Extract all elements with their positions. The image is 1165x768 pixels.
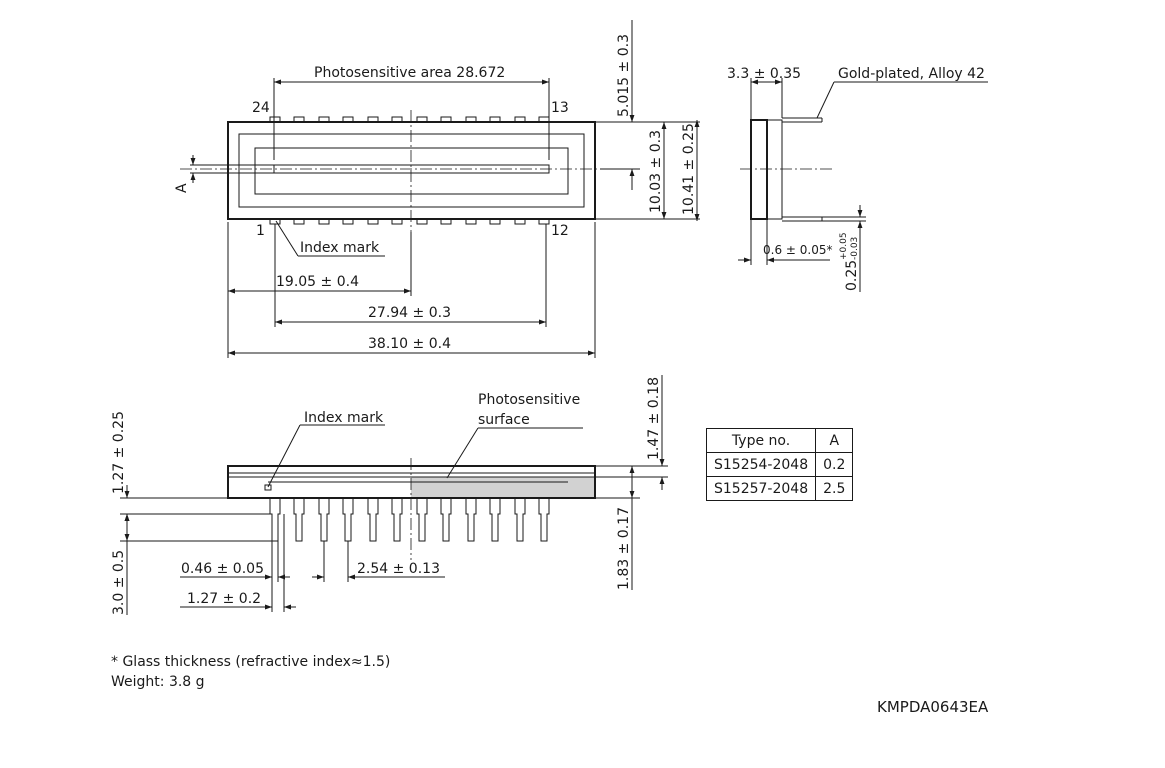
dim-30-label: 3.0 ± 0.5 (111, 550, 127, 615)
dim-025-plus-label: +0.05 (839, 232, 849, 260)
dim-147-label: 1.47 ± 0.18 (646, 377, 662, 460)
dim-5015-label: 5.015 ± 0.3 (616, 34, 632, 117)
type-table-header-a: A (815, 428, 854, 453)
dim-254-label: 2.54 ± 0.13 (357, 561, 440, 577)
drawing-code: KMPDA0643EA (877, 698, 989, 716)
dim-127-025-label: 1.27 ± 0.25 (111, 411, 127, 494)
glass-thickness-note: * Glass thickness (refractive index≈1.5) (111, 654, 391, 670)
pin-1-label: 1 (256, 223, 265, 239)
type-table-cell: S15257-2048 (705, 476, 817, 501)
index-mark-top-label: Index mark (300, 240, 380, 256)
type-table-header-type: Type no. (705, 428, 817, 453)
front-view: Index mark Photosensitive surface 1.27 ±… (111, 375, 668, 615)
dim-2794-label: 27.94 ± 0.3 (368, 305, 451, 321)
dim-06-label: 0.6 ± 0.05* (763, 243, 833, 257)
photosensitive-shade (411, 477, 595, 498)
dim-1003-label: 10.03 ± 0.3 (648, 130, 664, 213)
dim-127-02-label: 1.27 ± 0.2 (187, 591, 261, 607)
dim-183-label: 1.83 ± 0.17 (616, 507, 632, 590)
dim-046-label: 0.46 ± 0.05 (181, 561, 264, 577)
dim-3810-label: 38.10 ± 0.4 (368, 336, 451, 352)
type-table-header: Type no. A (705, 428, 854, 453)
dim-1041-label: 10.41 ± 0.25 (681, 123, 697, 215)
photosensitive-surface-line2: surface (478, 412, 530, 428)
dim-1905-label: 19.05 ± 0.4 (276, 274, 359, 290)
front-package-outline (227, 465, 596, 499)
pin-13-label: 13 (551, 100, 569, 116)
pin-24-label: 24 (252, 100, 270, 116)
pin-12-label: 12 (551, 223, 569, 239)
type-table-row: S15257-2048 2.5 (705, 476, 854, 501)
package-outline (227, 121, 596, 220)
type-table-cell: 2.5 (815, 476, 854, 501)
weight-note: Weight: 3.8 g (111, 674, 205, 690)
dim-025-minus-label: -0.03 (850, 237, 860, 260)
dim-33-label: 3.3 ± 0.35 (727, 66, 801, 82)
front-leads (269, 498, 550, 542)
type-table-row: S15254-2048 0.2 (705, 452, 854, 477)
index-mark-front-label: Index mark (304, 410, 384, 426)
dim-a-label: A (174, 183, 190, 193)
type-table-cell: S15254-2048 (705, 452, 817, 477)
side-view: 3.3 ± 0.35 Gold-plated, Alloy 42 0.6 ± 0… (727, 66, 988, 292)
top-view: 24 13 1 12 Photosensitive area 28.672 A … (174, 20, 700, 358)
window-outer (238, 133, 585, 208)
type-table: Type no. A S15254-2048 0.2 S15257-2048 2… (705, 428, 854, 501)
lead-material-label: Gold-plated, Alloy 42 (838, 66, 985, 82)
window-inner (254, 147, 569, 195)
photosensitive-surface-line1: Photosensitive (478, 392, 580, 408)
type-table-cell: 0.2 (815, 452, 854, 477)
dim-025-label: 0.25 (844, 260, 860, 291)
photosensitive-area-label: Photosensitive area 28.672 (314, 65, 505, 81)
